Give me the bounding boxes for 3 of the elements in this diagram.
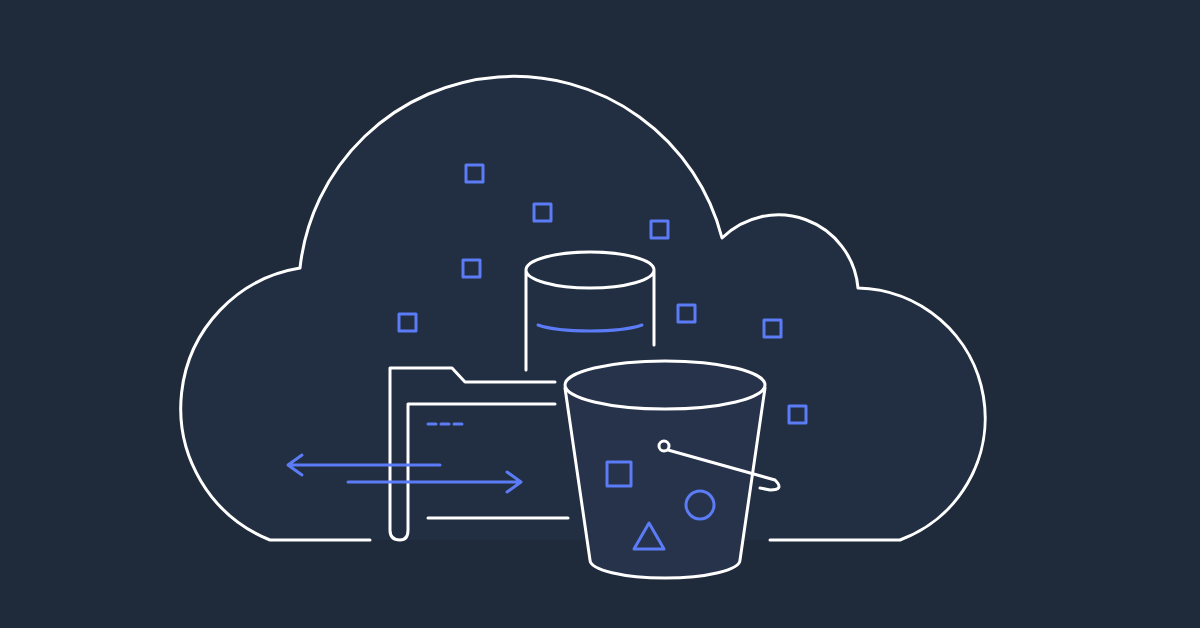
folder-drawing: [388, 366, 570, 542]
bucket-drawing: [563, 359, 781, 580]
database-cylinder: [524, 250, 656, 372]
